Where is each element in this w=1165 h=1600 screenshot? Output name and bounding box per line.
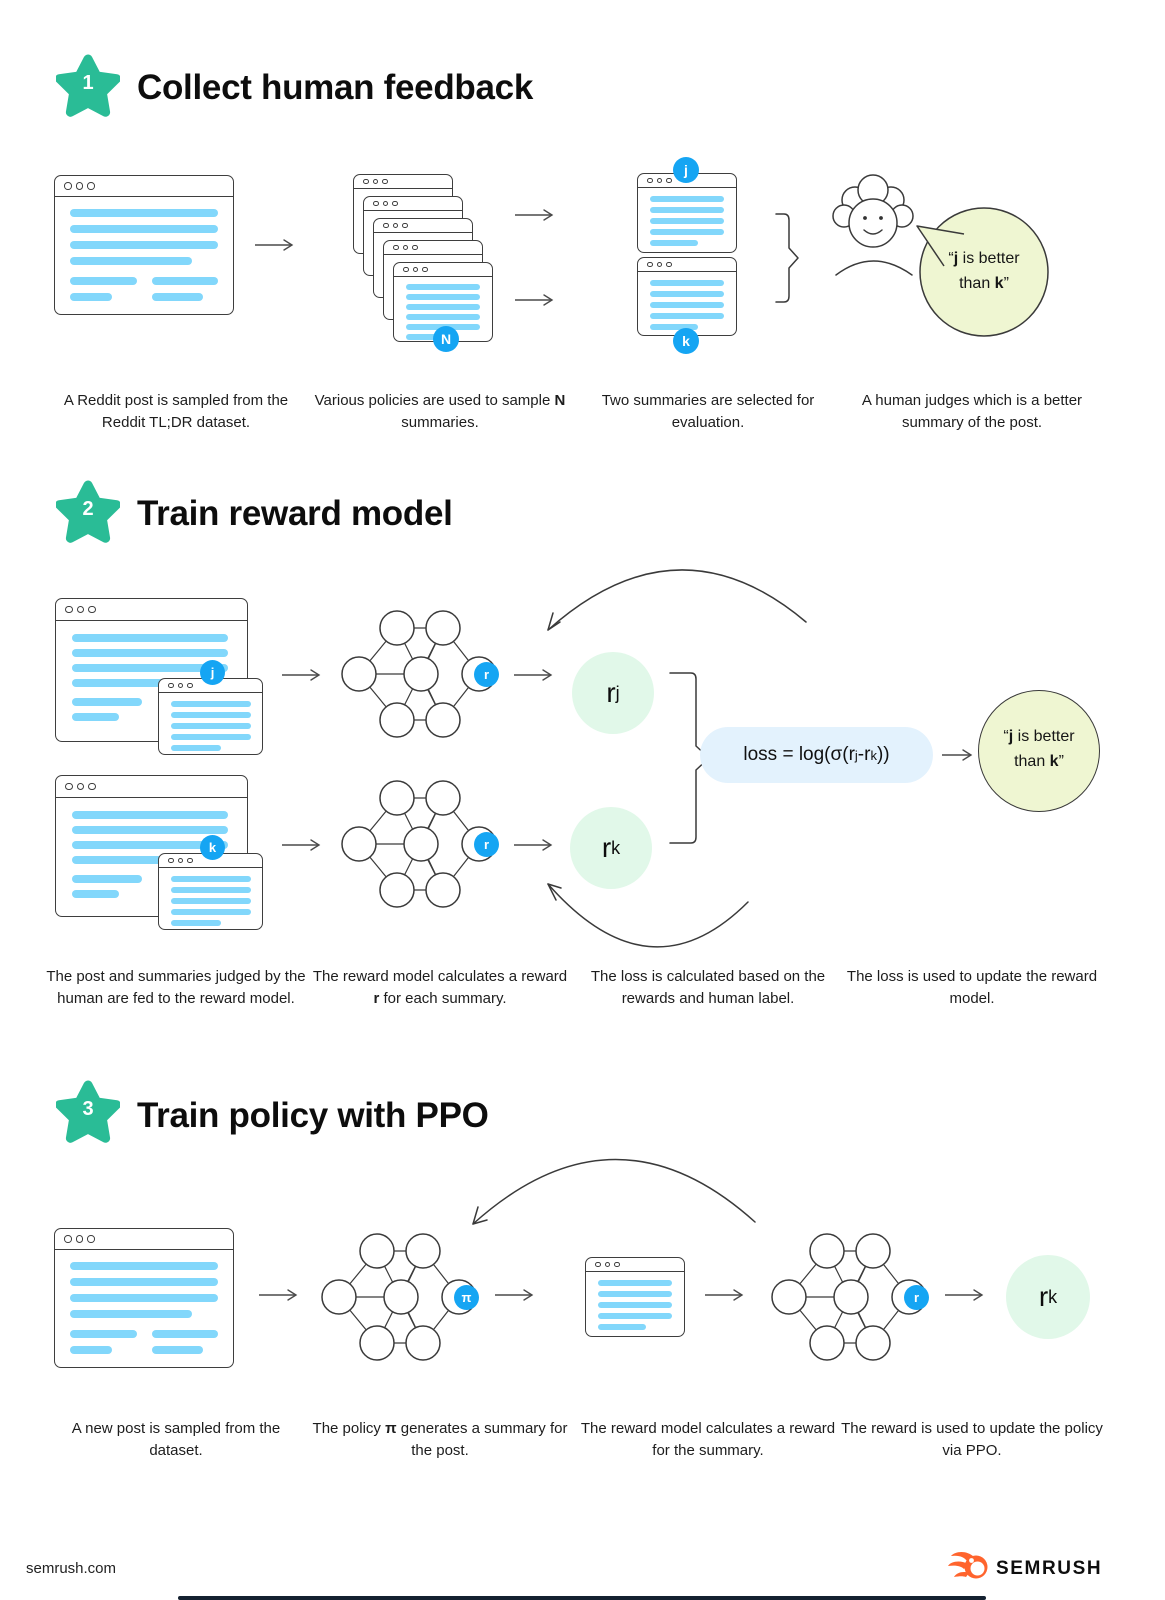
section1-star-badge: 1 — [56, 54, 120, 120]
star-badge-icon — [56, 1080, 120, 1143]
arrow-right-icon — [282, 839, 321, 851]
semrush-brand-text: SEMRUSH — [996, 1558, 1103, 1579]
feedback-arc-icon — [472, 1158, 756, 1225]
caption-3-1: A new post is sampled from the dataset. — [71, 1420, 281, 1459]
badge-r: r — [904, 1285, 929, 1310]
badge-j: j — [200, 660, 225, 685]
feedback-arc-icon — [547, 569, 807, 631]
summary-window-j — [637, 173, 737, 253]
neural-network-icon — [321, 1233, 477, 1361]
caption-1-3: Two summaries are selected for evaluatio… — [601, 392, 815, 431]
window-dots-icon — [55, 176, 233, 197]
summary-overlay-k — [158, 853, 263, 930]
section3-number: 3 — [82, 1097, 94, 1120]
arrow-right-icon — [495, 1289, 534, 1301]
arrow-right-icon — [259, 1289, 298, 1301]
semrush-logo: SEMRUSH — [948, 1550, 1128, 1586]
verdict-text: “j is better than k” — [1003, 728, 1075, 770]
caption-1-4: A human judges which is a better summary… — [861, 392, 1083, 431]
caption-2-3: The loss is calculated based on the rewa… — [590, 968, 826, 1007]
semrush-flame-icon — [948, 1552, 988, 1579]
curly-brace-icon — [775, 213, 799, 303]
arrow-right-icon — [515, 294, 554, 306]
caption-2-1: The post and summaries judged by the hum… — [46, 968, 306, 1007]
star-badge-icon — [56, 54, 120, 117]
verdict-text: “j is better than k” — [948, 250, 1020, 292]
speech-bubble-icon — [916, 207, 1049, 337]
badge-r: r — [474, 832, 499, 857]
badge-r: r — [474, 662, 499, 687]
arrow-right-icon — [942, 749, 973, 761]
caption-1-1: A Reddit post is sampled from the Reddit… — [63, 392, 289, 431]
caption-1-2: Various policies are used to sample N su… — [314, 392, 566, 431]
summary-window-k — [637, 257, 737, 336]
badge-k: k — [673, 328, 699, 354]
section1-number: 1 — [82, 71, 94, 94]
human-judge-icon — [832, 174, 914, 276]
section2-title: Train reward model — [137, 494, 453, 533]
summaries-stack — [353, 174, 498, 346]
arrow-right-icon — [255, 239, 294, 251]
feedback-arc-icon — [547, 883, 749, 948]
footer-site-url: semrush.com — [26, 1560, 117, 1577]
arrow-right-icon — [514, 839, 553, 851]
reddit-post-window — [54, 175, 234, 315]
new-post-window — [54, 1228, 234, 1368]
caption-3-3: The reward model calculates a reward for… — [580, 1420, 836, 1459]
generated-summary-window — [585, 1257, 685, 1337]
badge-n: N — [433, 326, 459, 352]
star-badge-icon — [56, 480, 120, 543]
summary-overlay-j — [158, 678, 263, 755]
human-label-circle — [978, 690, 1100, 812]
arrow-right-icon — [514, 669, 553, 681]
caption-3-2: The policy π generates a summary for the… — [312, 1420, 568, 1459]
section2-number: 2 — [82, 497, 94, 520]
caption-3-4: The reward is used to update the policy … — [841, 1420, 1103, 1459]
badge-pi: π — [454, 1285, 479, 1310]
section3-title: Train policy with PPO — [137, 1096, 489, 1135]
bottom-edge-bar — [178, 1596, 986, 1600]
badge-j: j — [673, 157, 699, 183]
arrow-right-icon — [515, 209, 554, 221]
arrow-right-icon — [705, 1289, 744, 1301]
arrow-right-icon — [945, 1289, 984, 1301]
caption-2-4: The loss is used to update the reward mo… — [846, 968, 1098, 1007]
badge-k: k — [200, 835, 225, 860]
section3-star-badge: 3 — [56, 1080, 120, 1146]
section2-star-badge: 2 — [56, 480, 120, 546]
arrow-right-icon — [282, 669, 321, 681]
caption-2-2: The reward model calculates a reward r f… — [312, 968, 568, 1007]
section1-title: Collect human feedback — [137, 68, 534, 107]
